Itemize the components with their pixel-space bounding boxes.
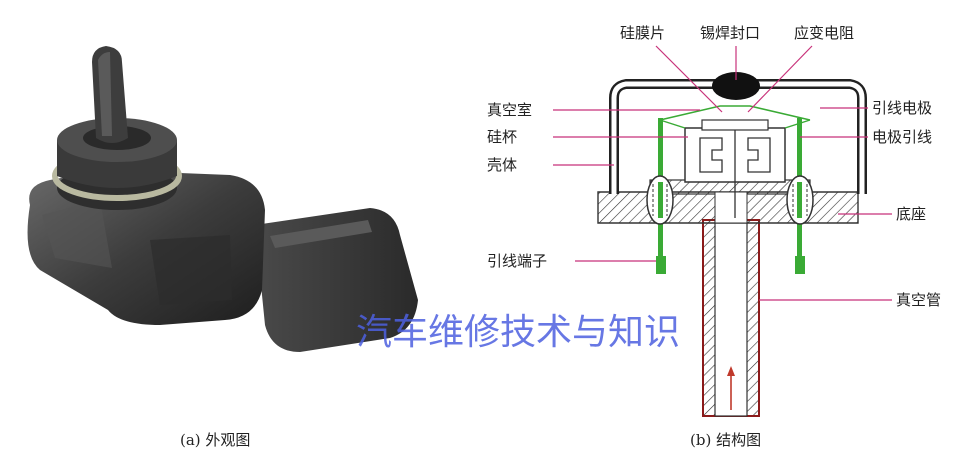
housing-shadow <box>150 235 232 305</box>
mount-flange <box>42 200 112 268</box>
caption-structure: (b) 结构图 <box>690 431 761 449</box>
leader-strain-resistor <box>747 45 813 113</box>
lead-through-left <box>658 182 663 218</box>
tin-solder-seal <box>712 72 760 100</box>
label-base: 底座 <box>896 205 926 223</box>
caption-appearance: (a) 外观图 <box>180 431 250 449</box>
label-electrode-lead: 电极引线 <box>872 128 932 146</box>
base-channel <box>714 191 748 224</box>
connector-edge <box>270 220 372 248</box>
watermark-text: 汽车维修技术与知识 <box>356 312 680 353</box>
lead-terminal-left <box>656 256 666 274</box>
lead-electrode-wire <box>659 105 811 121</box>
structure-diagram: 硅膜片 锡焊封口 应变电阻 真空室 硅杯 壳体 引线电极 电极引线 底座 引线端… <box>487 24 941 417</box>
label-lead-electrode: 引线电极 <box>872 99 932 117</box>
label-lead-terminal: 引线端子 <box>487 252 547 270</box>
lead-terminal-right <box>795 256 805 274</box>
airflow-arrow-head <box>727 366 735 376</box>
label-silicon-diaphragm: 硅膜片 <box>620 24 665 42</box>
label-vacuum-tube: 真空管 <box>896 291 941 309</box>
sensor-appearance-illustration <box>27 46 418 352</box>
nozzle-highlight <box>98 52 112 136</box>
label-vacuum-chamber: 真空室 <box>487 101 532 119</box>
label-strain-resistor: 应变电阻 <box>794 24 854 42</box>
leader-silicon-diaphragm <box>655 45 723 113</box>
cup-right-slot <box>747 137 771 173</box>
leader-lines <box>553 45 892 301</box>
label-tin-solder-seal: 锡焊封口 <box>700 24 760 42</box>
cup-left-slot <box>699 137 723 173</box>
silicon-diaphragm <box>701 119 769 131</box>
label-housing: 壳体 <box>487 156 517 174</box>
lead-through-right <box>797 182 802 218</box>
label-silicon-cup: 硅杯 <box>487 128 517 146</box>
